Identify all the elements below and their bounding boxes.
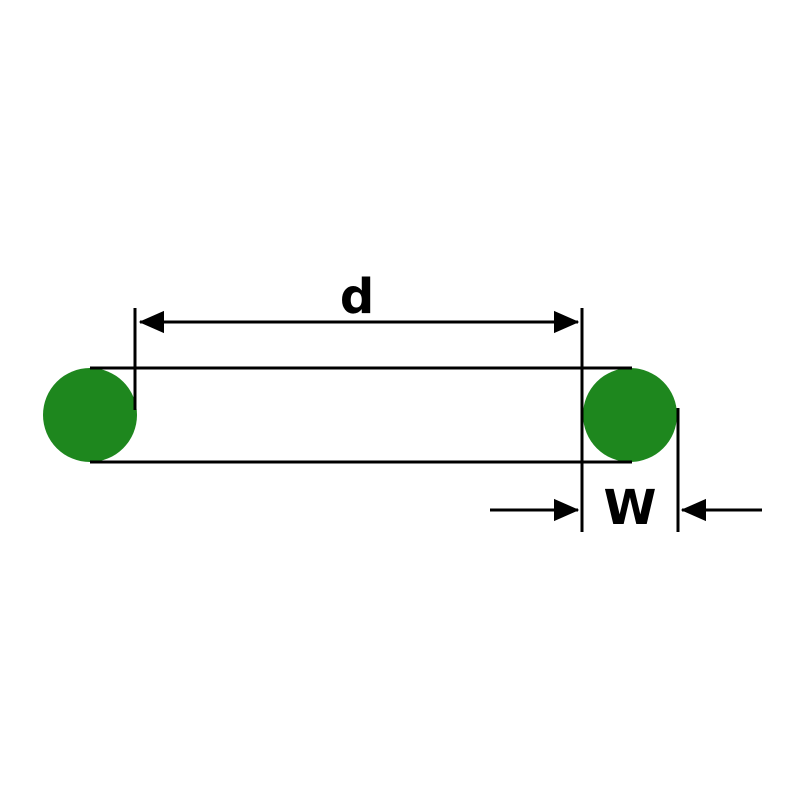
inner-diameter-label: d xyxy=(340,269,374,325)
oring-body xyxy=(43,366,677,464)
oring-left-cross-section xyxy=(43,368,137,462)
dimension-annotations xyxy=(133,308,762,532)
oring-right-cross-section xyxy=(583,368,677,462)
cross-section-width-label: W xyxy=(604,480,657,536)
